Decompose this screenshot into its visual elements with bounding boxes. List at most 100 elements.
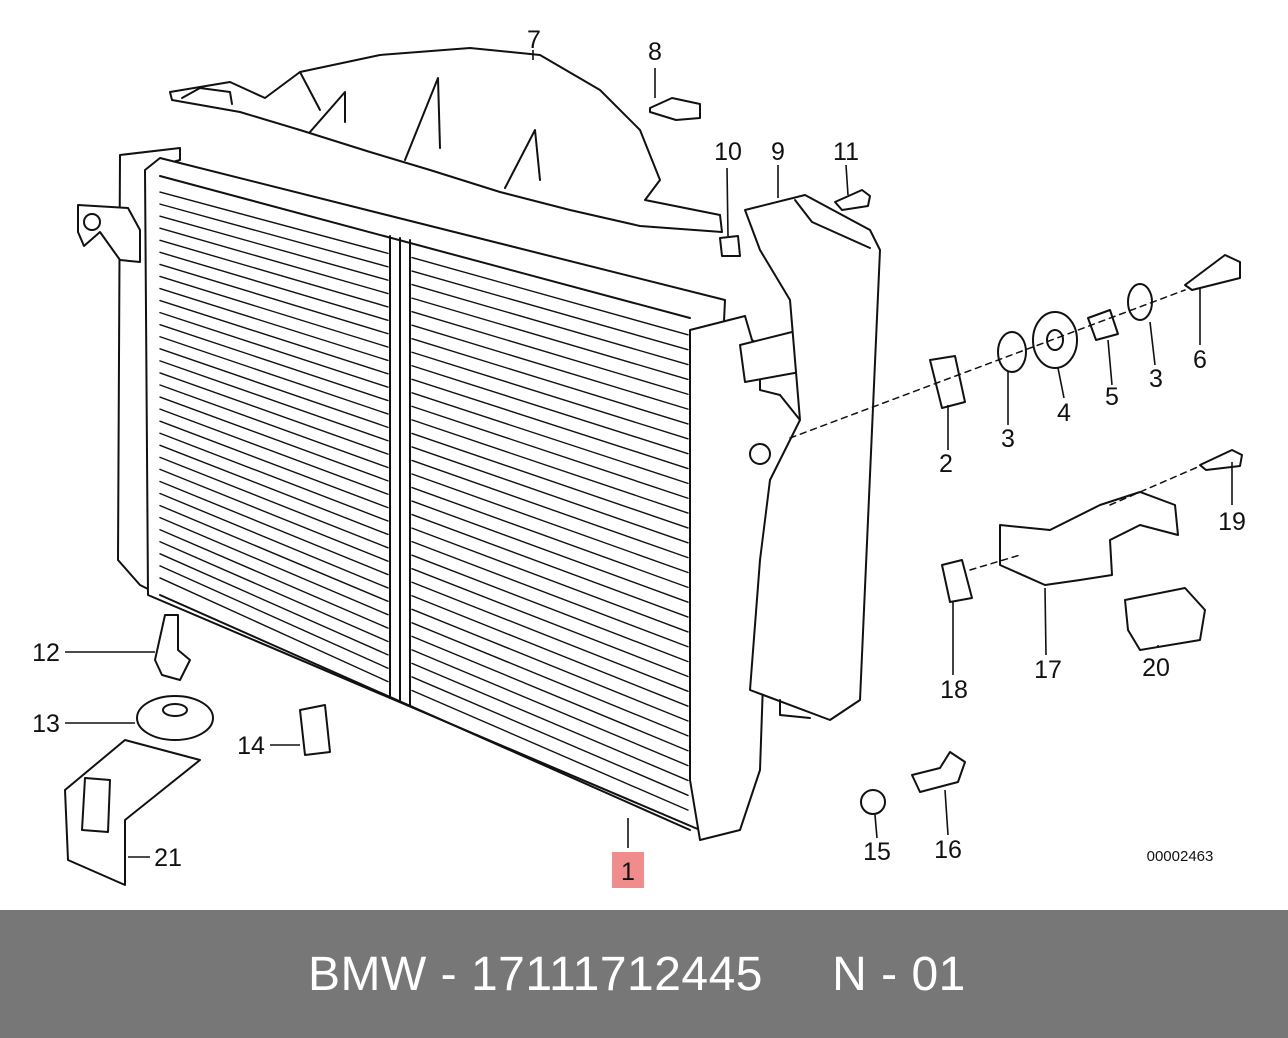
part-1-highlight (612, 852, 644, 888)
fin-line (411, 270, 689, 351)
fin-line (159, 432, 389, 522)
fin-line (159, 516, 389, 616)
radiator-core-drawing (144, 157, 726, 831)
callout-16[interactable]: 16 (934, 836, 962, 864)
fin-line (411, 446, 689, 544)
mount-stack-drawing (789, 254, 1241, 439)
fin-line (159, 324, 389, 402)
fin-line (411, 689, 689, 811)
callout-3-right[interactable]: 3 (1149, 365, 1163, 393)
fin-line (159, 239, 389, 308)
fin-line (411, 568, 689, 678)
fin-line (411, 608, 689, 722)
fin-line (159, 577, 389, 683)
fin-line (411, 649, 689, 767)
fin-line (159, 203, 389, 268)
part-number-text: BMW - 17111712445 N - 01 (308, 947, 966, 1001)
radiator-diagram-svg: 1 2 3 3 4 5 6 7 8 9 10 11 12 13 14 15 16… (32, 26, 1246, 888)
nut-10-drawing (719, 235, 741, 257)
fin-line (411, 622, 689, 737)
bolt-16-drawing (911, 751, 966, 793)
fin-line (159, 287, 389, 362)
support-plate-drawing (744, 194, 881, 721)
fin-line (411, 419, 689, 514)
fin-line (411, 473, 689, 574)
fin-line (159, 215, 389, 281)
callout-6[interactable]: 6 (1193, 346, 1207, 374)
fin-line (411, 297, 689, 381)
callout-3-left[interactable]: 3 (1001, 425, 1015, 453)
callout-2[interactable]: 2 (939, 450, 953, 478)
fin-line (411, 513, 689, 618)
fin-line (159, 468, 389, 562)
bracket-group-drawing (941, 449, 1243, 651)
fin-line (159, 396, 389, 482)
callout-leaders (65, 50, 1233, 858)
callout-15[interactable]: 15 (863, 838, 891, 866)
clip-8-drawing (649, 97, 701, 121)
fin-line (411, 459, 689, 559)
fin-line (159, 372, 389, 455)
fin-line (159, 299, 389, 375)
fin-line (411, 405, 689, 499)
fin-line (159, 492, 389, 589)
callout-21[interactable]: 21 (154, 844, 182, 872)
fin-line (159, 227, 389, 295)
fin-line (411, 500, 689, 603)
fin-line (159, 444, 389, 536)
callout-11[interactable]: 11 (833, 138, 859, 166)
part-number-banner: BMW - 17111712445 N - 01 (0, 910, 1288, 1038)
fin-line (411, 527, 689, 633)
screw-11-drawing (834, 189, 871, 211)
fin-line (159, 384, 389, 469)
callout-19[interactable]: 19 (1218, 508, 1246, 536)
fin-line (411, 486, 689, 589)
fin-line (411, 351, 689, 440)
fin-line (159, 191, 389, 255)
callout-17[interactable]: 17 (1034, 656, 1062, 684)
fin-line (159, 408, 389, 495)
fin-line (159, 565, 389, 669)
fin-line (159, 529, 389, 629)
fin-line (411, 283, 689, 366)
fin-line (411, 581, 689, 693)
fin-line (159, 541, 389, 643)
callout-13[interactable]: 13 (32, 710, 60, 738)
callout-18[interactable]: 18 (940, 676, 968, 704)
fin-line (159, 251, 389, 321)
fin-line (411, 540, 689, 648)
fin-line (159, 553, 389, 656)
callout-8[interactable]: 8 (648, 38, 662, 66)
fin-line (411, 338, 689, 425)
callout-20[interactable]: 20 (1142, 654, 1170, 682)
parts-diagram: 1 2 3 3 4 5 6 7 8 9 10 11 12 13 14 15 16… (32, 26, 1246, 888)
washer-15-drawing (860, 789, 886, 815)
fin-line (411, 635, 689, 752)
drawing-code: 00002463 (1147, 848, 1214, 865)
callout-10[interactable]: 10 (714, 138, 742, 166)
callout-12[interactable]: 12 (32, 639, 60, 667)
callout-9[interactable]: 9 (771, 138, 785, 166)
fin-line (159, 420, 389, 509)
fin-line (411, 676, 689, 796)
fin-line (159, 311, 389, 388)
fin-line (411, 392, 689, 485)
callout-14[interactable]: 14 (237, 732, 265, 760)
callout-labels: 1 2 3 3 4 5 6 7 8 9 10 11 12 13 14 15 16… (32, 26, 1246, 886)
fin-line (159, 480, 389, 576)
callout-1[interactable]: 1 (621, 858, 635, 886)
left-mounts-drawing (64, 614, 331, 886)
fin-line (159, 336, 389, 415)
fin-line (411, 365, 689, 455)
fin-line (159, 348, 389, 429)
callout-4[interactable]: 4 (1057, 399, 1071, 427)
fin-line (411, 256, 689, 336)
fin-line (159, 263, 389, 335)
fin-line (411, 324, 689, 410)
fin-line (159, 360, 389, 442)
callout-5[interactable]: 5 (1105, 383, 1119, 411)
fin-line (159, 275, 389, 348)
callout-7[interactable]: 7 (527, 26, 541, 54)
fin-line (411, 432, 689, 529)
